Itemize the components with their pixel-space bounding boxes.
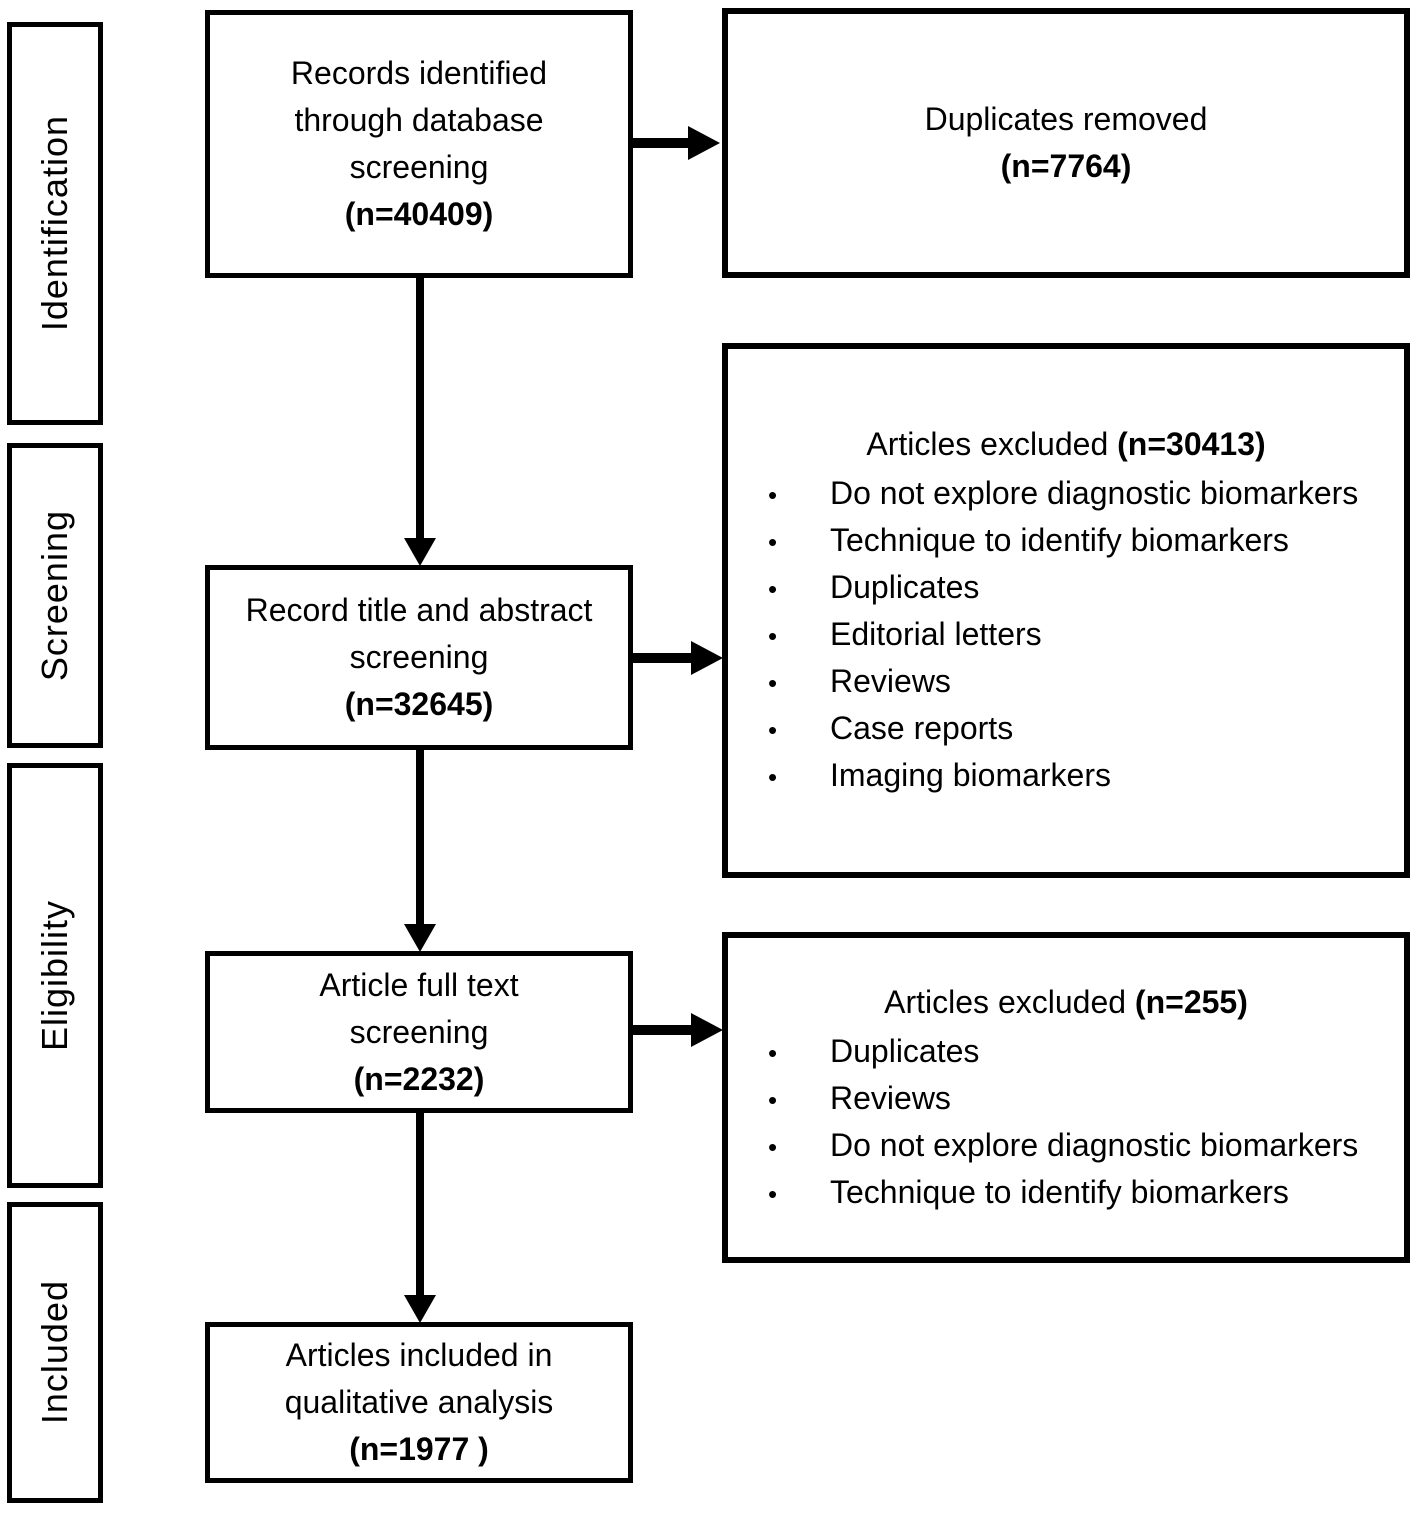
box-articles-excluded-fulltext-title: Articles excluded (n=255) [746,979,1386,1025]
list-item: • Duplicates [746,565,1386,612]
box-records-identified: Records identified through database scre… [205,10,633,278]
bullet-text: Do not explore diagnostic biomarkers [830,1126,1359,1163]
list-item: • Imaging biomarkers [746,753,1386,800]
box-articles-excluded-fulltext: Articles excluded (n=255) • Duplicates • R… [722,932,1410,1263]
stage-label-screening: Screening [34,509,75,682]
bullet-icon: • [768,480,778,510]
bullet-icon: • [768,715,778,745]
box-articles-excluded-screening-title: Articles excluded (n=30413) [746,421,1386,467]
box-articles-included-label: Articles included in qualitative analysi… [284,1337,554,1420]
list-item: • Case reports [746,706,1386,753]
arrow-screening-to-fulltext-line [416,750,424,925]
box-duplicates-removed-count: (n=7764) [1000,148,1132,184]
list-item: • Reviews [746,1076,1386,1123]
list-item: • Do not explore diagnostic biomarkers [746,1123,1386,1170]
box-records-identified-count: (n=40409) [344,196,494,232]
excluded-title-count: (n=30413) [1117,426,1266,462]
arrow-fulltext-to-excluded-line [633,1025,692,1035]
arrow-records-to-screening-line [416,278,424,539]
bullet-text: Technique to identify biomarkers [830,1173,1289,1210]
list-item: • Duplicates [746,1029,1386,1076]
bullet-text: Case reports [830,710,1014,746]
excluded-title-text: Articles excluded [884,983,1127,1020]
box-full-text-screening: Article full text screening (n=2232) [205,951,633,1113]
arrow-records-to-duplicates-line [633,138,689,148]
box-articles-included-count: (n=1977 ) [349,1431,489,1467]
bullet-text: Duplicates [830,569,980,605]
bullet-text: Reviews [830,663,951,699]
excluded-title-count: (n=255) [1134,983,1248,1020]
arrow-screening-to-excluded-head-icon [691,641,723,675]
bullet-icon: • [768,668,778,698]
excluded-fulltext-reasons-list: • Duplicates • Reviews • Do not explore dia… [746,1029,1386,1217]
arrow-records-to-duplicates-head-icon [688,126,720,160]
box-articles-included: Articles included in qualitative analysi… [205,1322,633,1483]
bullet-icon: • [768,1037,778,1068]
bullet-text: Duplicates [830,1032,980,1069]
stage-box-screening: Screening [7,443,103,748]
box-duplicates-removed-label: Duplicates removed [924,101,1208,137]
bullet-text: Editorial letters [830,616,1042,652]
excluded-title-text: Articles excluded [866,426,1109,462]
stage-label-included: Included [34,1280,75,1425]
stage-box-identification: Identification [7,22,103,425]
bullet-text: Technique to identify biomarkers [830,522,1289,558]
box-duplicates-removed: Duplicates removed (n=7764) [722,8,1410,278]
arrow-screening-to-fulltext-head-icon [404,924,436,952]
stage-box-included: Included [7,1202,103,1503]
list-item: • Technique to identify biomarkers [746,1170,1386,1217]
list-item: • Reviews [746,659,1386,706]
box-full-text-screening-label: Article full text screening [319,966,519,1050]
box-full-text-screening-count: (n=2232) [353,1060,485,1097]
list-item: • Do not explore diagnostic biomarkers [746,471,1386,518]
excluded-screening-reasons-list: • Do not explore diagnostic biomarkers • T… [746,471,1386,800]
stage-label-identification: Identification [34,115,75,332]
box-records-identified-label: Records identified through database scre… [290,55,548,185]
arrow-fulltext-to-excluded-head-icon [691,1013,723,1047]
box-articles-excluded-screening: Articles excluded (n=30413) • Do not expl… [722,343,1410,878]
bullet-text: Do not explore diagnostic biomarkers [830,475,1359,511]
arrow-screening-to-excluded-line [633,653,692,663]
bullet-icon: • [768,527,778,557]
box-title-abstract-screening-label: Record title and abstract screening [245,592,593,675]
bullet-text: Imaging biomarkers [830,757,1111,793]
arrow-fulltext-to-included-line [416,1113,424,1296]
bullet-icon: • [768,762,778,792]
bullet-icon: • [768,1084,778,1115]
stage-box-eligibility: Eligibility [7,763,103,1188]
bullet-icon: • [768,1178,778,1209]
arrow-fulltext-to-included-head-icon [404,1295,436,1323]
bullet-text: Reviews [830,1079,951,1116]
bullet-icon: • [768,574,778,604]
list-item: • Technique to identify biomarkers [746,518,1386,565]
bullet-icon: • [768,1131,778,1162]
box-title-abstract-screening: Record title and abstract screening (n=3… [205,565,633,750]
stage-label-eligibility: Eligibility [34,899,75,1052]
box-title-abstract-screening-count: (n=32645) [344,686,494,722]
bullet-icon: • [768,621,778,651]
arrow-records-to-screening-head-icon [404,538,436,566]
list-item: • Editorial letters [746,612,1386,659]
